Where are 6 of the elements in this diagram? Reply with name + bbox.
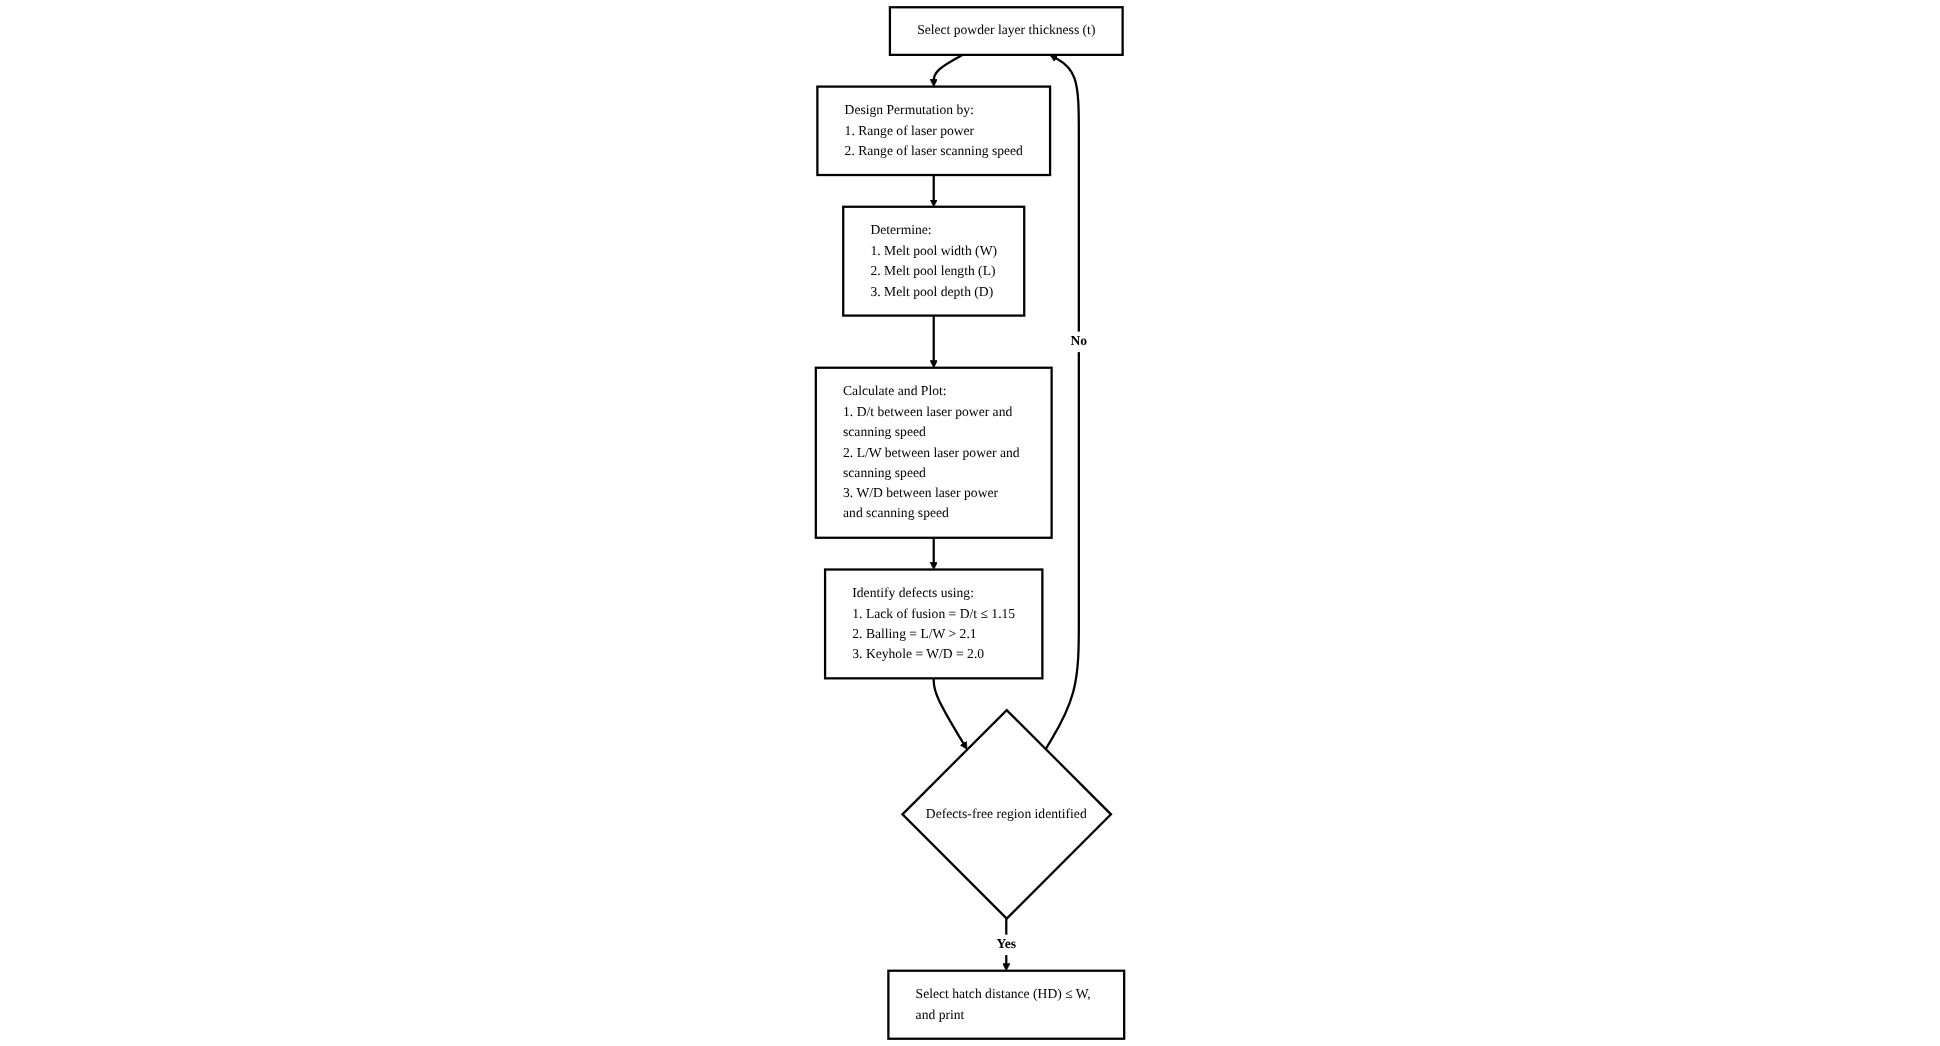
arrow — [932, 678, 968, 750]
arrow — [929, 315, 938, 369]
arrow — [929, 537, 938, 570]
arrow — [1044, 54, 1080, 750]
arrow — [929, 175, 938, 208]
arrow — [929, 53, 964, 87]
